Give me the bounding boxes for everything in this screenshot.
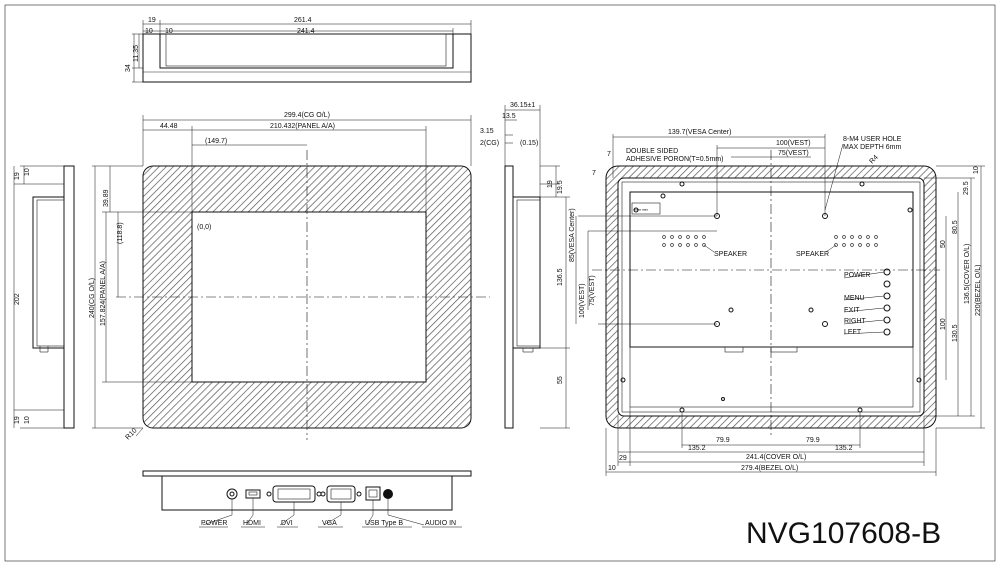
rear-dim-7b: 7 — [592, 170, 596, 177]
rear-dim-50: 50 — [940, 240, 947, 248]
side-dim-195: 19.5 — [557, 180, 564, 194]
side-dim-55: 55 — [557, 376, 564, 384]
side-dim-19b: 19 — [14, 416, 21, 424]
side-dim-10b: 10 — [24, 416, 31, 424]
side-dim-315: 3.15 — [480, 128, 494, 135]
rear-btn-exit: EXIT — [844, 307, 860, 314]
rear-dim-29: 29 — [619, 455, 627, 462]
port-hdmi — [245, 489, 261, 499]
rear-dim-100-h: 100(VEST) — [776, 140, 811, 147]
rear-dim-1352b: 135.2 — [835, 445, 853, 452]
rear-dim-75-h: 75(VEST) — [778, 150, 809, 157]
top-dim-241: 241.4 — [297, 28, 315, 35]
label-dvi: DVI — [281, 520, 293, 527]
rear-btn-left: LEFT — [844, 329, 862, 336]
front-dim-1497: (149.7) — [205, 138, 227, 145]
rear-speaker-left-label: SPEAKER — [714, 251, 747, 258]
port-vga — [320, 485, 362, 503]
side-dim-1365: 136.5 — [557, 268, 564, 286]
sheet-border — [4, 4, 996, 562]
rear-dim-7a: 7 — [607, 151, 611, 158]
side-dim-015: (0.15) — [520, 140, 538, 147]
rear-dim-1352a: 135.2 — [688, 445, 706, 452]
rear-note-adhesive1: DOUBLE SIDED — [626, 148, 678, 155]
rear-dim-75-v: 75(VEST) — [589, 275, 596, 306]
side-dim-3615: 36.15±1 — [510, 102, 535, 109]
rear-note-depth: MAX DEPTH 6mm — [843, 144, 902, 151]
side-dim-202: 202 — [14, 293, 21, 305]
side-dim-19: 19 — [547, 180, 554, 188]
rear-note-m4: 8-M4 USER HOLE — [843, 136, 902, 143]
label-hdmi: HDMI — [243, 520, 261, 527]
left-side-view: 19 10 202 19 10 — [13, 165, 75, 429]
top-dim-10a: 10 — [145, 28, 153, 35]
rear-dim-1397: 139.7(VESA Center) — [668, 129, 731, 136]
rear-dim-10-b: 10 — [608, 465, 616, 472]
top-dim-261: 261.4 — [294, 17, 312, 24]
rear-dim-799b: 79.9 — [806, 437, 820, 444]
side-dim-19a: 19 — [14, 172, 21, 180]
rear-dim-85: 85(VESA Center) — [569, 208, 576, 262]
port-audio-in — [383, 489, 393, 499]
front-dim-r10: R10 — [124, 427, 138, 441]
rear-view: ▪▪▪▪▪ ▪▪▪▪ SPEAKER SPEAKER — [569, 129, 985, 476]
port-power — [226, 488, 238, 500]
front-view: 299.4(CG O/L) 44.48 210.432(PANEL A/A) (… — [89, 112, 490, 441]
top-dim-10b: 10 — [165, 28, 173, 35]
side-dim-10a: 10 — [24, 168, 31, 176]
front-dim-1188: (118.8) — [117, 222, 124, 244]
rear-dim-799a: 79.9 — [716, 437, 730, 444]
label-vga: VGA — [322, 520, 337, 527]
rear-dim-1365-cover: 136.5(COVER O/L) — [964, 244, 971, 304]
rear-btn-right: RIGHT — [844, 318, 867, 325]
front-dim-4448: 44.48 — [160, 123, 178, 130]
rear-dim-10-r: 10 — [973, 166, 980, 174]
front-dim-210: 210.432(PANEL A/A) — [270, 123, 335, 130]
rear-screws — [620, 181, 922, 413]
rear-dim-805: 80.5 — [952, 220, 959, 234]
rear-dim-295: 29.5 — [963, 181, 970, 195]
rear-dim-2794: 279.4(BEZEL O/L) — [741, 465, 798, 472]
rear-dim-100-r: 100 — [940, 318, 947, 330]
rear-dim-220: 220(BEZEL O/L) — [975, 265, 982, 317]
top-dim-1135: 11.35 — [133, 45, 140, 62]
rear-speaker-grids — [662, 235, 878, 247]
front-dim-2994: 299.4(CG O/L) — [284, 112, 330, 119]
rear-btn-menu: MENU — [844, 295, 865, 302]
front-dim-240: 240(CG O/L) — [89, 278, 96, 318]
rear-note-adhesive2: ADHESIVE PORON(T=0.5mm) — [626, 156, 723, 163]
label-audio-in: AUDIO IN — [425, 520, 456, 527]
front-dim-3989: 39.89 — [103, 189, 110, 207]
port-dvi — [266, 485, 322, 503]
label-power: POWER — [201, 520, 227, 527]
top-view: 19 261.4 10 10 241.4 11.35 34 — [125, 17, 472, 83]
bottom-view: POWER HDMI DVI VGA USB Type B AUDIO IN — [142, 470, 472, 528]
rear-speaker-right-label: SPEAKER — [796, 251, 829, 258]
rear-dim-1305: 130.5 — [952, 324, 959, 342]
rear-dim-2414: 241.4(COVER O/L) — [746, 454, 806, 461]
rear-btn-power: POWER — [844, 272, 870, 279]
side-dim-135: 13.5 — [502, 113, 516, 120]
front-dim-157: 157.824(PANEL A/A) — [100, 261, 107, 326]
port-usb-b — [365, 486, 381, 501]
rear-dim-100-v: 100(VEST) — [579, 283, 586, 318]
top-dim-34: 34 — [125, 64, 132, 72]
right-side-view: 36.15±1 13.5 3.15 2(CG) (0.15) 19 19.5 1… — [480, 102, 570, 429]
rear-label-plate: ▪▪▪▪▪ ▪▪▪▪ — [634, 207, 648, 212]
rear-dim-r4: R4 — [868, 154, 879, 165]
front-origin: (0,0) — [197, 224, 211, 231]
label-usb-type-b: USB Type B — [365, 520, 403, 527]
side-dim-2cg: 2(CG) — [480, 140, 499, 147]
model-number: NVG107608-B — [746, 517, 941, 550]
top-dim-19: 19 — [148, 17, 156, 24]
